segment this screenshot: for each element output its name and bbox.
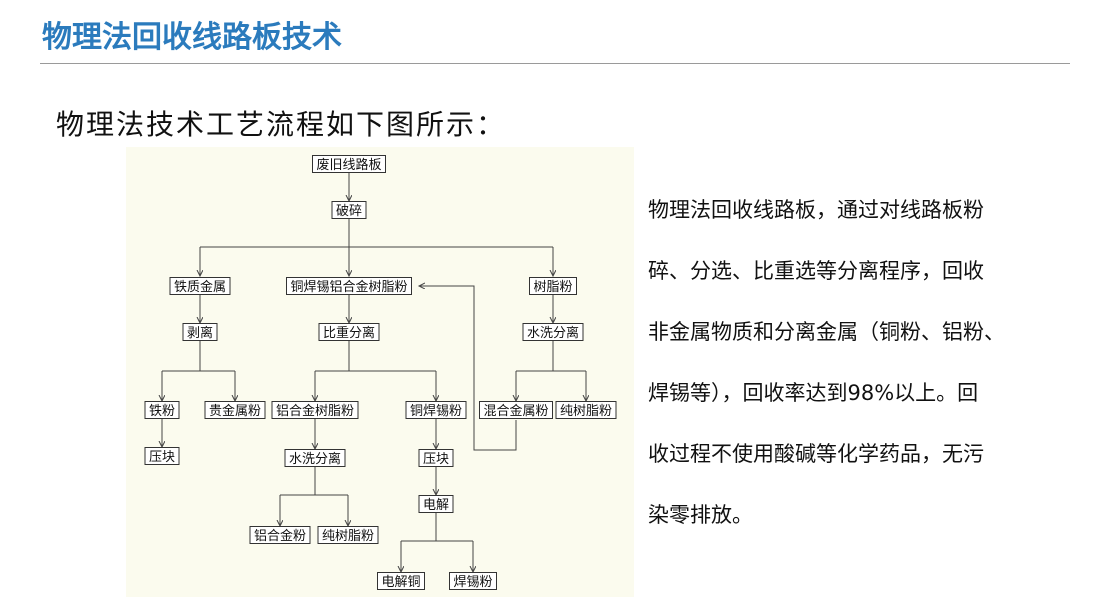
flow-node-box: [169, 277, 231, 295]
flowchart-background: [126, 147, 634, 597]
slide-subtitle: 物理法技术工艺流程如下图所示：: [56, 108, 507, 141]
flow-node-box: [529, 277, 577, 295]
flow-node-box: [479, 401, 553, 419]
flow-node-label: 铝合金树脂粉: [276, 403, 354, 419]
flow-node-box: [271, 401, 359, 419]
flow-node-box: [286, 277, 412, 295]
flow-node-box: [331, 201, 367, 219]
flow-node-label: 纯树脂粉: [322, 529, 374, 544]
slide-title: 物理法回收线路板技术: [42, 20, 342, 55]
description-line: 收过程不使用酸碱等化学药品，无污: [648, 442, 984, 466]
flow-node-label: 压块: [423, 452, 449, 467]
flow-node-box: [555, 401, 617, 419]
description-line: 染零排放。: [648, 503, 753, 527]
flow-node-box: [418, 495, 454, 513]
description-line: 非金属物质和分离金属（铜粉、铝粉、: [648, 320, 1005, 344]
flow-node-box: [522, 323, 584, 341]
flow-node-label: 电解: [423, 498, 449, 513]
flow-node-label: 铁质金属: [174, 279, 226, 295]
flow-node-box: [377, 572, 425, 590]
flow-node-label: 混合金属粉: [483, 403, 548, 419]
flow-node-label: 水洗分离: [289, 451, 341, 467]
flow-node-box: [449, 572, 497, 590]
description-line: 碎、分选、比重选等分离程序，回收: [648, 259, 984, 283]
flow-node-label: 贵金属粉: [209, 403, 261, 419]
flow-node-box: [144, 447, 180, 465]
flow-node-label: 电解铜: [381, 575, 420, 590]
flow-node-label: 破碎: [336, 204, 362, 219]
flow-node-box: [204, 401, 266, 419]
flow-node-box: [312, 155, 386, 173]
flow-node-label: 剥离: [187, 325, 213, 341]
flow-node-label: 铝合金粉: [254, 528, 306, 544]
flow-node-box: [284, 449, 346, 467]
flow-node-box: [249, 526, 311, 544]
flow-node-box: [405, 401, 467, 419]
flow-node-box: [144, 401, 180, 419]
feedback-edge: [419, 286, 517, 451]
flow-node-box: [182, 323, 218, 341]
flow-node-label: 比重分离: [323, 325, 375, 341]
flow-node-box: [318, 323, 380, 341]
flow-node-label: 铜焊锡粉: [410, 403, 462, 419]
description-line: 焊锡等），回收率达到98%以上。回: [648, 381, 979, 405]
flow-node-box: [418, 449, 454, 467]
flow-node-label: 压块: [149, 450, 175, 465]
flow-node-label: 铜焊锡铝合金树脂粉: [290, 279, 407, 295]
flow-node-box: [317, 526, 379, 544]
description-line: 物理法回收线路板，通过对线路板粉: [648, 198, 984, 222]
flow-node-label: 水洗分离: [527, 325, 579, 341]
flow-node-label: 树脂粉: [533, 280, 572, 295]
flowchart-nodes: 废旧线路板破碎铁质金属铜焊锡铝合金树脂粉树脂粉剥离比重分离水洗分离铁粉贵金属粉铝…: [144, 155, 617, 590]
flow-node-label: 焊锡粉: [453, 574, 492, 590]
description-text: 物理法回收线路板，通过对线路板粉 碎、分选、比重选等分离程序，回收 非金属物质和…: [648, 180, 1068, 546]
title-divider: [40, 63, 1070, 64]
flow-node-label: 铁粉: [149, 404, 175, 419]
process-flowchart: 废旧线路板破碎铁质金属铜焊锡铝合金树脂粉树脂粉剥离比重分离水洗分离铁粉贵金属粉铝…: [144, 155, 617, 590]
flow-node-label: 纯树脂粉: [560, 404, 612, 419]
flowchart-edges: [162, 173, 586, 572]
flow-node-label: 废旧线路板: [316, 157, 381, 173]
